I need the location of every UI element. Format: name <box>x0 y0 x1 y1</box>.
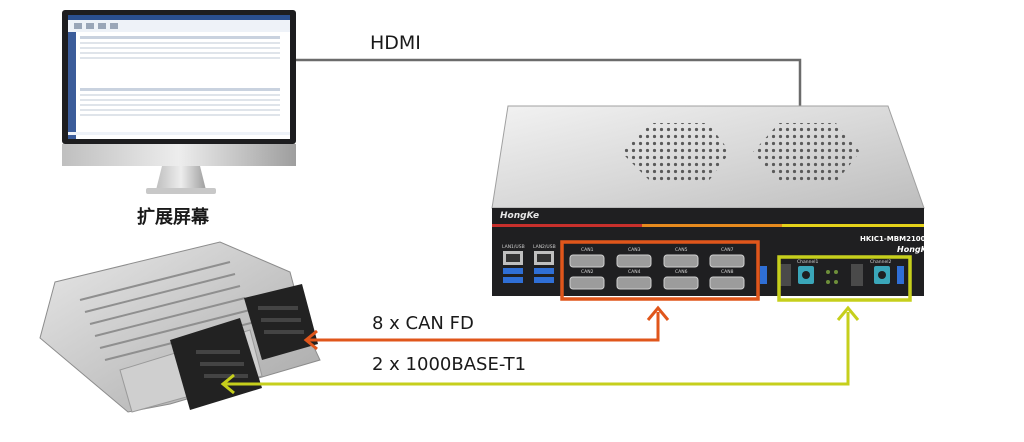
t1-cable <box>224 312 850 386</box>
can-arrow-left <box>303 329 318 351</box>
device-hkic1-mbm2100: HongKe HKIC1-MBM2100 HongKe LAN1/USB LAN… <box>491 105 932 302</box>
port-label-lan1: LAN1/USB <box>502 244 525 250</box>
t1-highlight-box <box>777 255 912 302</box>
can-fd-label: 8 x CAN FD <box>372 313 474 334</box>
can-label-6: CAN6 <box>675 269 688 275</box>
vent-right <box>753 123 860 182</box>
monitor-chin <box>62 144 296 166</box>
can-label-2: CAN2 <box>581 269 594 275</box>
t1-arrow-left <box>220 373 235 395</box>
can-label-7: CAN7 <box>721 247 734 253</box>
monitor <box>62 10 296 194</box>
can-fd-cable <box>307 312 660 342</box>
can-label-3: CAN3 <box>628 247 641 253</box>
can-label-4: CAN4 <box>628 269 641 275</box>
ecu <box>39 241 321 413</box>
eth-label-2: Channel2 <box>870 259 891 265</box>
port-label-lan2: LAN2/USB <box>533 244 556 250</box>
monitor-stand <box>156 166 206 190</box>
can-label-1: CAN1 <box>581 247 594 253</box>
can-label-5: CAN5 <box>675 247 688 253</box>
hdmi-label: HDMI <box>370 32 421 54</box>
monitor-caption: 扩展屏幕 <box>137 207 209 228</box>
lan-usb-ports <box>503 251 554 283</box>
can-label-8: CAN8 <box>721 269 734 275</box>
device-model-label: HKIC1-MBM2100 <box>860 235 926 243</box>
t1-label: 2 x 1000BASE-T1 <box>372 354 527 375</box>
device-brand-logo: HongKe <box>500 211 539 221</box>
monitor-screen <box>68 15 290 139</box>
eth-label-1: Channel1 <box>797 259 818 265</box>
t1-arrow-up <box>836 305 860 321</box>
t1-ports <box>798 266 890 284</box>
can-arrow-up <box>646 305 670 321</box>
can-highlight-box <box>560 240 760 301</box>
can-ports <box>569 254 745 290</box>
vent-left <box>621 123 730 182</box>
hdmi-cable <box>296 58 802 108</box>
device-brand-label: HongKe <box>897 245 932 254</box>
